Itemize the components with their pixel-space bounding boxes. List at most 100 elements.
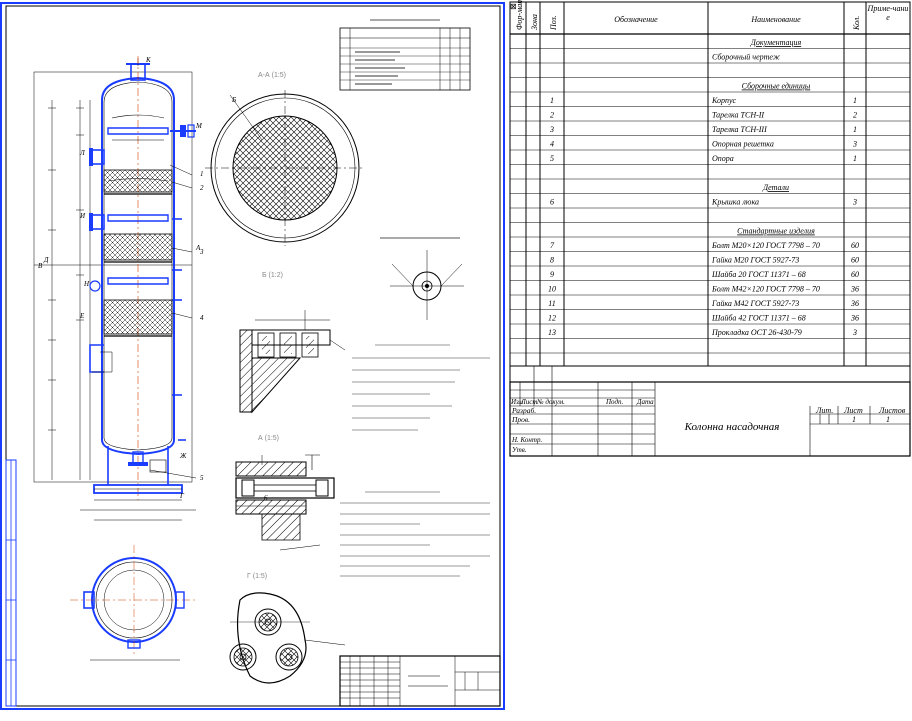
- drawing-marker: К: [145, 56, 151, 64]
- header-qty: Кол.: [852, 16, 861, 31]
- drawing-marker: 4: [200, 314, 204, 322]
- spec-row-qty: 1: [853, 125, 857, 134]
- left-title-block: [339, 655, 501, 707]
- sheet-frame-inner: [5, 5, 501, 707]
- header-pos: Поз.: [549, 15, 558, 31]
- spec-row-qty: 60: [851, 241, 859, 250]
- column-plan-view: [70, 545, 198, 661]
- header-name: Наименование: [750, 15, 801, 24]
- drawing-marker: Н: [83, 280, 90, 288]
- tb-lit-label: Лит.: [815, 406, 833, 415]
- spec-row-name: Болт М42×120 ГОСТ 7798 – 70: [711, 285, 820, 294]
- header-format: Фор-мат: [515, 0, 524, 30]
- spec-row-qty: 60: [851, 270, 859, 279]
- drawing-marker: 5: [200, 474, 204, 482]
- spec-row-name: Опора: [712, 154, 734, 163]
- tb-col-doc: № докум.: [536, 398, 565, 406]
- spec-row-qty: 1: [853, 154, 857, 163]
- spec-row-qty: 36: [850, 299, 859, 308]
- spec-row-qty: 2: [853, 111, 857, 120]
- spec-row-pos: 1: [550, 96, 554, 105]
- view-label-view-g: Г (1:5): [247, 573, 267, 580]
- drawing-marker: 1: [200, 170, 204, 178]
- spec-row-pos: 10: [548, 285, 556, 294]
- spec-row-qty: 3: [852, 140, 857, 149]
- spec-row-name: Гайка М20 ГОСТ 5927-73: [711, 256, 799, 265]
- spec-row-name: Сборочный чертеж: [712, 53, 781, 62]
- spec-row-name: Опорная решетка: [712, 140, 774, 149]
- spec-row-name: Тарелка ТСН-II: [712, 111, 764, 120]
- title-block: Изм Лист № докум. Подп. Дата Разраб. Про…: [509, 365, 911, 457]
- section-b-detail: Б (1:2): [239, 272, 346, 414]
- spec-row-qty: 1: [853, 96, 857, 105]
- spec-row-pos: 4: [550, 140, 554, 149]
- header-designation: Обозначение: [614, 15, 658, 24]
- spec-row-name: Шайба 20 ГОСТ 11371 – 68: [711, 270, 806, 279]
- tb-sheet-value: 1: [852, 415, 856, 424]
- tb-col-sign: Подп.: [605, 398, 624, 406]
- spec-row-name: Шайба 42 ГОСТ 11371 – 68: [711, 314, 806, 323]
- spec-row-pos: 2: [550, 111, 554, 120]
- spec-row-qty: 36: [850, 285, 859, 294]
- spec-section-heading: Стандартные изделия: [737, 227, 815, 236]
- tb-sheets-label: Листов: [878, 406, 906, 415]
- sheet-frame-outer: [0, 2, 505, 710]
- tb-role-developer: Разраб.: [511, 406, 536, 415]
- view-label-section-v: А (1:5): [258, 435, 279, 442]
- spec-row-qty: 3: [852, 328, 857, 337]
- tb-col-list: Лист: [520, 398, 537, 406]
- drawing-marker: А: [195, 244, 201, 252]
- section-v-detail: А (1:5): [235, 435, 335, 551]
- spec-row-name: Тарелка ТСН-III: [712, 125, 767, 134]
- spec-row-name: Крышка люка: [711, 198, 759, 207]
- spec-section-heading: Сборочные единицы: [742, 82, 811, 91]
- drawing-marker: Д: [43, 256, 49, 264]
- drawing-marker: В: [38, 262, 43, 270]
- tb-role-checker: Пров.: [511, 415, 530, 424]
- spec-row-pos: 12: [548, 314, 556, 323]
- column-body: [33, 56, 197, 521]
- drawing-marker: Г: [179, 492, 185, 500]
- specification-sheet: ⊠ Фор-мат Зона Поз. Обозначение Наименов…: [509, 0, 911, 457]
- spec-row-qty: 36: [850, 314, 859, 323]
- technical-notes: [340, 344, 490, 577]
- nozzle-table: [339, 19, 471, 91]
- spec-row-pos: 11: [548, 299, 555, 308]
- drawing-marker: И: [79, 212, 86, 220]
- spec-row-qty: 3: [852, 198, 857, 207]
- tb-sheet-label: Лист: [843, 406, 863, 415]
- view-label-top-section: А-А (1:5): [258, 72, 286, 79]
- spec-section-heading: Документация: [750, 38, 802, 47]
- spec-row-pos: 5: [550, 154, 554, 163]
- tb-role-approver: Утв.: [512, 446, 527, 454]
- drawing-title: Колонна насадочная: [684, 421, 780, 433]
- header-note: Приме-чание: [867, 4, 909, 22]
- spec-header: Фор-мат Зона Поз. Обозначение Наименован…: [510, 0, 910, 366]
- tb-sheets-value: 1: [886, 415, 890, 424]
- drawing-marker: Е: [79, 312, 85, 320]
- drawing-marker: 3: [199, 248, 204, 256]
- drawing-marker: М: [195, 122, 203, 130]
- drawing-marker: Б: [231, 96, 236, 104]
- drawing-marker: 2: [200, 184, 204, 192]
- section-top-view: А-А (1:5): [205, 72, 365, 246]
- drawing-marker: 6: [264, 494, 268, 502]
- spec-row-pos: 3: [549, 125, 554, 134]
- tb-role-norm-control: Н. Контр.: [511, 436, 542, 444]
- spec-row-pos: 9: [550, 270, 554, 279]
- spec-row-pos: 8: [550, 256, 554, 265]
- spec-section-heading: Детали: [762, 183, 789, 192]
- spec-row-name: Болт М20×120 ГОСТ 7798 – 70: [711, 241, 820, 250]
- tb-col-izm: Изм: [510, 398, 524, 406]
- spec-row-name: Корпус: [711, 96, 737, 105]
- assembly-drawing-sheet: А-А (1:5) Б (1:2): [0, 2, 505, 710]
- drawing-marker: Ж: [179, 452, 187, 460]
- tb-col-date: Дата: [636, 398, 654, 406]
- spec-row-pos: 13: [548, 328, 556, 337]
- drawing-marker: Л: [79, 149, 86, 157]
- view-label-section-b: Б (1:2): [262, 272, 283, 279]
- spec-row-qty: 60: [851, 256, 859, 265]
- spec-row-name: Гайка М42 ГОСТ 5927-73: [711, 299, 799, 308]
- spec-row-pos: 7: [550, 241, 555, 250]
